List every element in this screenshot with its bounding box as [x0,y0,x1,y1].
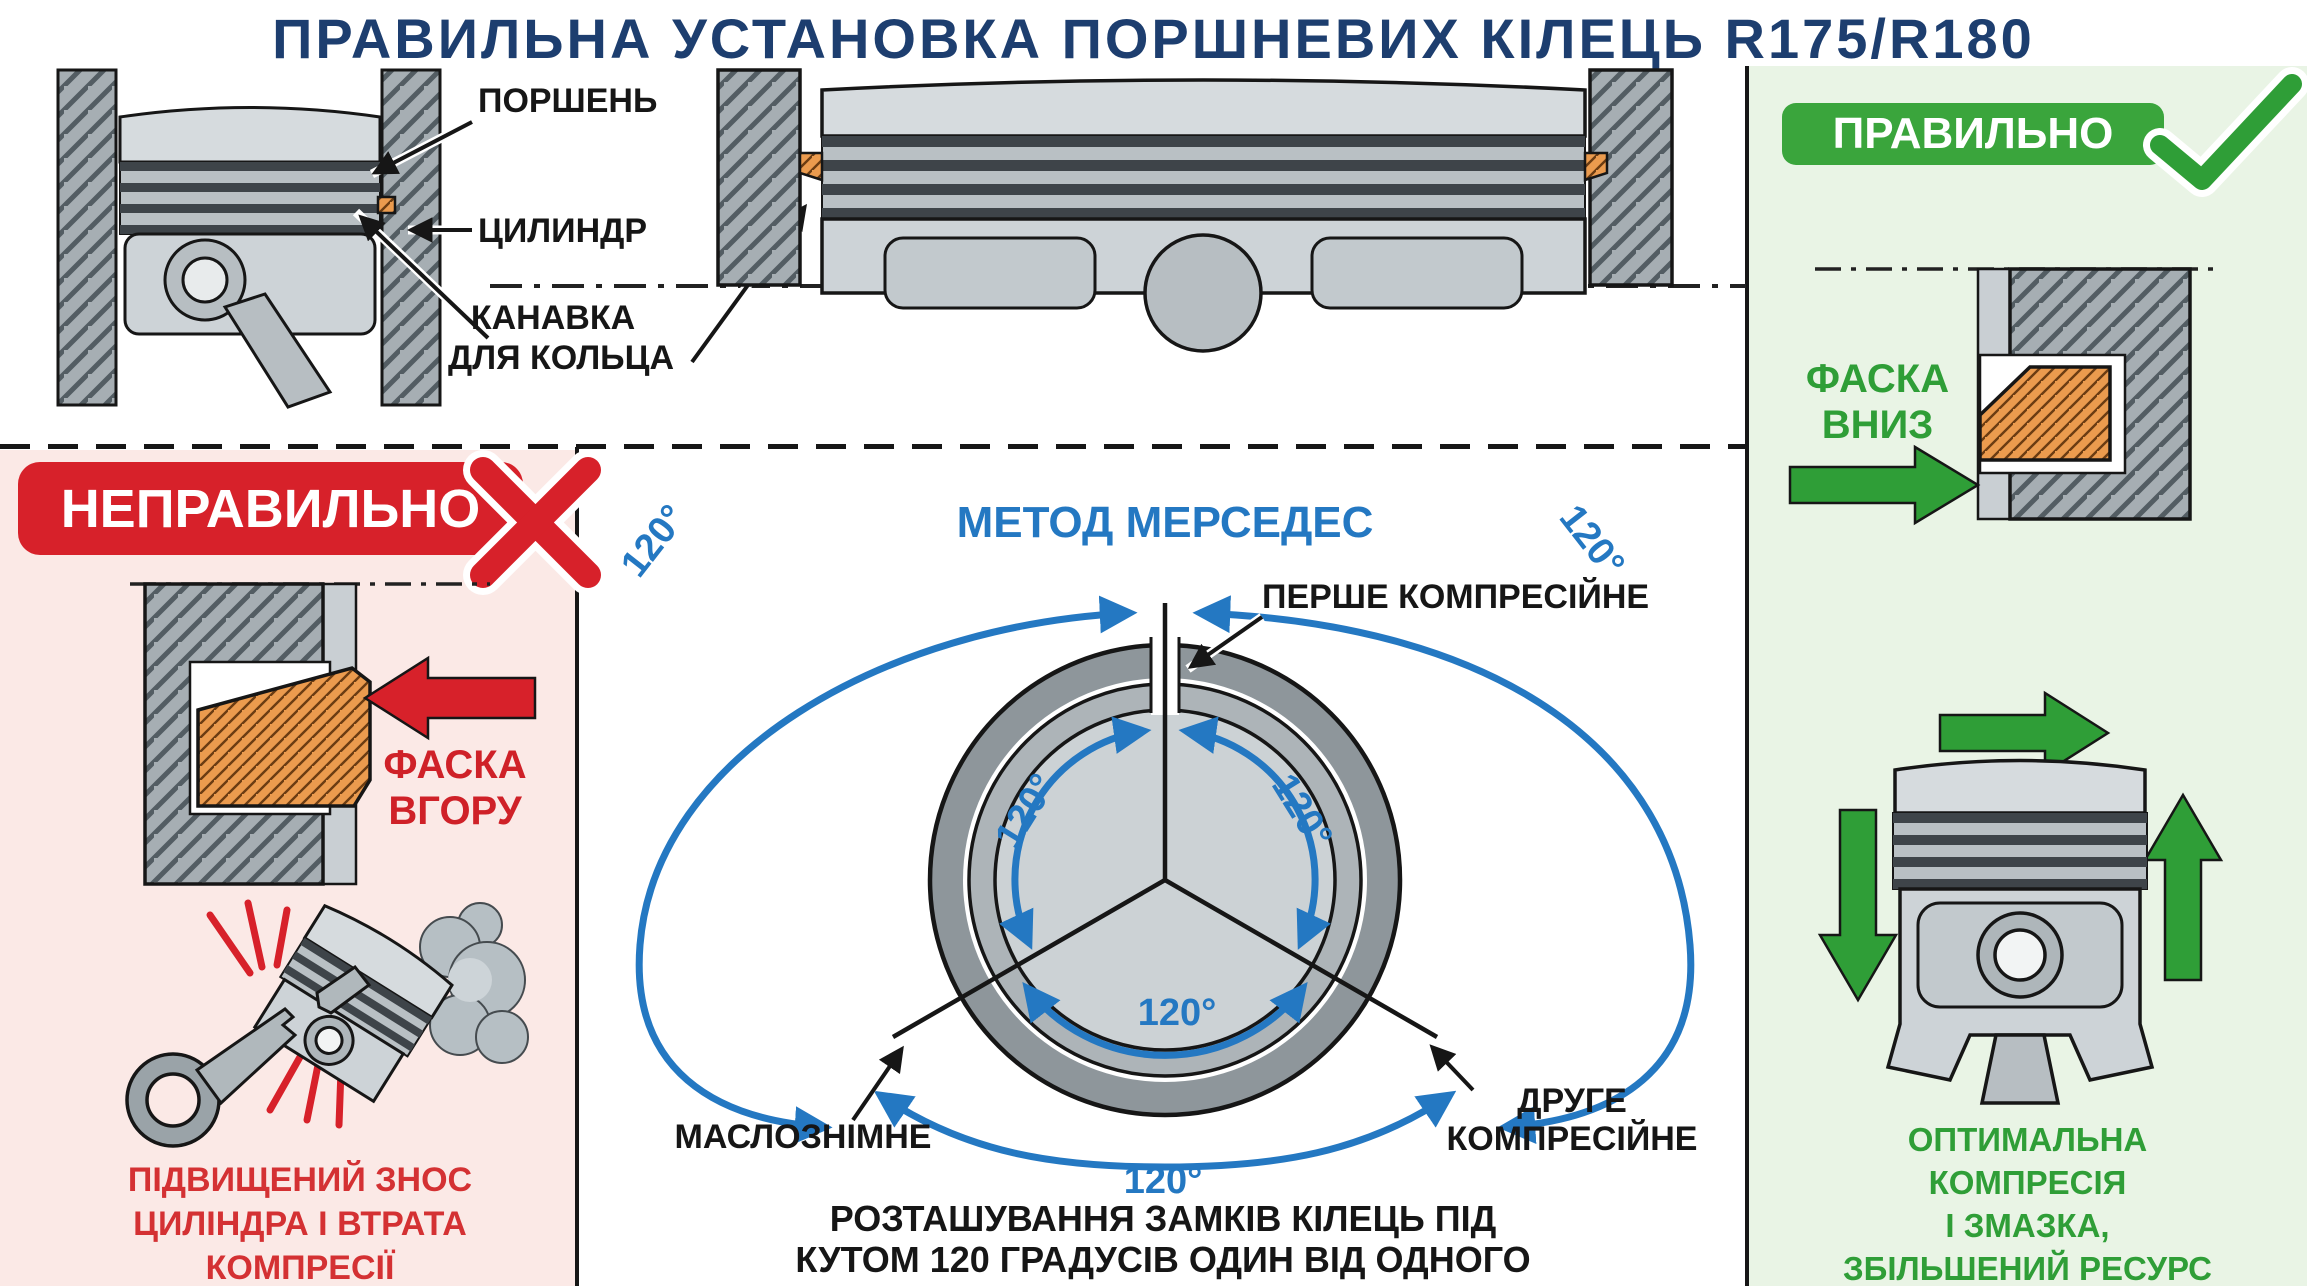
green-arrow-up-icon [2142,792,2224,982]
correct-result-text: ОПТИМАЛЬНА КОМПРЕСІЯ І ЗМАЗКА, ЗБІЛЬШЕНИ… [1755,1118,2300,1286]
method-caption-line1: РОЗТАШУВАННЯ ЗАМКІВ КІЛЕЦЬ ПІД [829,1198,1497,1239]
ring-groove-label-line2: ДЛЯ КОЛЬЦА [448,339,674,377]
piston-cylinder-section-diagram [56,68,442,409]
second-ring-label: ДРУГЕ КОМПРЕСІЙНЕ [1422,1082,1722,1158]
wrong-result-text: ПІДВИЩЕНИЙ ЗНОС ЦИЛІНДРА І ВТРАТА КОМПРЕ… [20,1158,580,1286]
right-vertical-divider [1745,66,1749,1286]
ring-groove-label-line1: КАНАВКА [470,299,636,337]
broken-conrod [194,1007,298,1106]
oil-ring-label: МАСЛОЗНІМНЕ [674,1118,932,1156]
chamfer-down-diagram [1788,267,2213,526]
piston-ring-chamfer-down [1978,365,2112,462]
chamfer-down-label: ФАСКА ВНИЗ [1780,356,1975,448]
mercedes-method-title: МЕТОД МЕРСЕДЕС [956,498,1374,547]
correct-result-line4: ЗБІЛЬШЕНИЙ РЕСУРС [1842,1250,2212,1286]
chamfer-up-line1: ФАСКА [383,743,527,787]
wrong-result-line2: ЦИЛІНДРА І ВТРАТА [133,1205,467,1243]
correct-badge: ПРАВИЛЬНО [1782,103,2164,165]
wrong-result-line3: КОМПРЕСІЇ [205,1249,395,1286]
ring-gap-position-diagram [635,595,1695,1171]
second-ring-label-line1: ДРУГЕ [1517,1082,1627,1120]
green-arrow-right-top-icon [1938,690,2111,776]
angle-label-bottom-outer: 120° [1123,1160,1203,1202]
page-title: ПРАВИЛЬНА УСТАНОВКА ПОРШНЕВИХ КІЛЕЦЬ R17… [272,7,2035,70]
piston-label: ПОРШЕНЬ [478,82,658,120]
horizontal-dashed-divider [0,444,1747,449]
wrong-badge-label: НЕПРАВИЛЬНО [60,478,481,539]
chamfer-up-label: ФАСКА ВГОРУ [350,742,560,834]
correct-badge-label: ПРАВИЛЬНО [1832,109,2114,158]
chamfer-down-line2: ВНИЗ [1821,403,1934,447]
ring-groove-label: КАНАВКА ДЛЯ КОЛЬЦА [448,298,674,378]
angle-label-bottom-inner: 120° [1137,992,1217,1034]
correct-result-line1: ОПТИМАЛЬНА [1907,1121,2148,1158]
green-arrow-down-icon [1817,808,1899,1003]
tilted-piston [252,903,454,1104]
impact-strokes [206,899,345,1129]
correct-result-line2: КОМПРЕСІЯ [1928,1164,2127,1201]
chamfer-down-line1: ФАСКА [1805,357,1950,401]
second-ring-label-line2: КОМПРЕСІЙНЕ [1446,1120,1698,1158]
chamfer-up-line2: ВГОРУ [388,789,522,833]
piston-ring-chamfer-up [196,666,372,808]
method-caption-line2: КУТОМ 120 ГРАДУСІВ ОДИН ВІД ОДНОГО [795,1239,1531,1280]
red-arrow-left-icon [362,655,537,741]
smoke-puff-icon [419,902,529,1064]
first-ring-label: ПЕРШЕ КОМПРЕСІЙНЕ [1262,578,1650,616]
green-arrow-right-icon [1788,444,1981,526]
check-icon [2143,67,2307,197]
piston-motion-diagram [1817,690,2224,1105]
wrong-result-line1: ПІДВИЩЕНИЙ ЗНОС [127,1161,473,1199]
correct-result-line3: І ЗМАЗКА, [1945,1207,2110,1244]
chamfer-up-diagram [130,582,537,886]
piston-crown-section-diagram [716,68,1674,353]
x-icon [463,450,608,595]
left-vertical-divider [575,447,579,1286]
wrong-badge: НЕПРАВИЛЬНО [18,462,523,555]
broken-piston-illustration [125,899,529,1148]
cylinder-label: ЦИЛИНДР [478,212,648,250]
method-caption: РОЗТАШУВАННЯ ЗАМКІВ КІЛЕЦЬ ПІД КУТОМ 120… [578,1198,1748,1280]
